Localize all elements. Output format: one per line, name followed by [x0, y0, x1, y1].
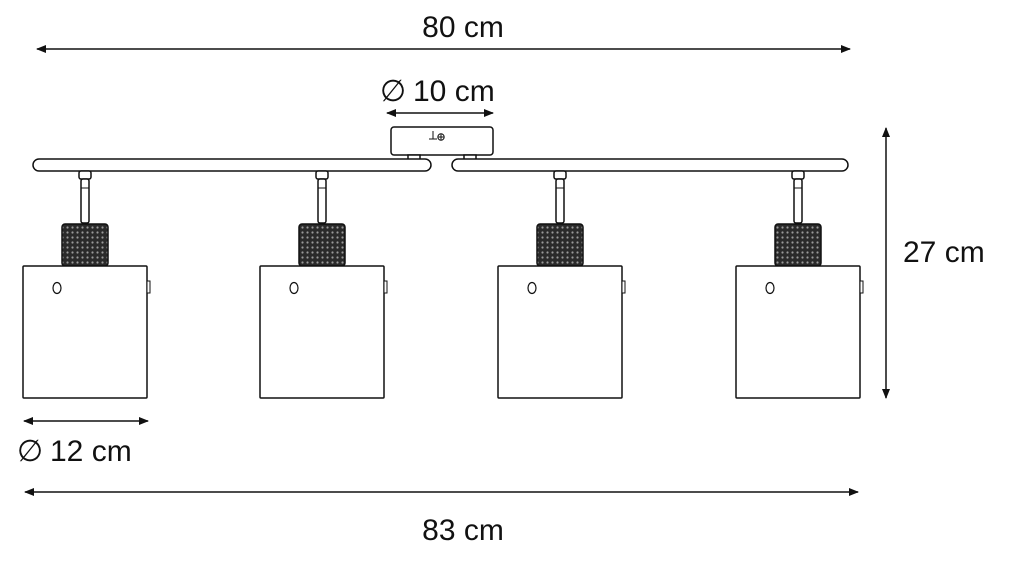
rail-left: [32, 158, 432, 172]
spot-joint: [78, 170, 92, 180]
spot-stem: [555, 178, 565, 224]
bottom-width-dimension: 83 cm: [24, 488, 859, 547]
spot-shade: [735, 265, 861, 399]
spot-fixtures: [22, 170, 864, 399]
spot-joint: [553, 170, 567, 180]
spot-2: [259, 170, 388, 399]
spot-shade: [22, 265, 148, 399]
spot-shade: [259, 265, 385, 399]
shade-diameter-symbol: ∅: [17, 435, 43, 468]
spot-mesh-socket: [61, 223, 109, 267]
bottom-width-label: 83 cm: [422, 514, 504, 547]
spot-side-pin: [859, 280, 864, 294]
shade-diameter-dimension: ∅ 12 cm: [17, 417, 149, 468]
spot-3: [497, 170, 626, 399]
rails: [32, 158, 849, 172]
top-width-label: 80 cm: [422, 11, 504, 44]
spot-1: [22, 170, 151, 399]
spot-mesh-socket: [774, 223, 822, 267]
spot-4: [735, 170, 864, 399]
ceiling-mount: [390, 126, 494, 163]
spot-side-pin: [621, 280, 626, 294]
mount-diameter-dimension: ∅ 10 cm: [380, 75, 495, 117]
spot-joint: [791, 170, 805, 180]
spot-stem: [317, 178, 327, 224]
height-dimension: 27 cm: [882, 127, 985, 399]
spot-screw-hole: [52, 281, 62, 295]
spot-stem: [793, 178, 803, 224]
mount-plate: [390, 126, 494, 156]
spot-screw-hole: [527, 281, 537, 295]
spot-joint: [315, 170, 329, 180]
mount-diameter-label: 10 cm: [413, 75, 495, 108]
spot-mesh-socket: [536, 223, 584, 267]
spot-side-pin: [146, 280, 151, 294]
mount-diameter-symbol: ∅: [380, 75, 406, 108]
spot-side-pin: [383, 280, 388, 294]
spot-screw-hole: [765, 281, 775, 295]
spot-stem: [80, 178, 90, 224]
spot-shade: [497, 265, 623, 399]
spot-screw-hole: [289, 281, 299, 295]
shade-diameter-label: 12 cm: [50, 435, 132, 468]
spot-mesh-socket: [298, 223, 346, 267]
height-label: 27 cm: [903, 236, 985, 269]
ground-screw-icon: [429, 131, 445, 141]
rail-right: [451, 158, 849, 172]
top-width-dimension: 80 cm: [36, 11, 851, 53]
